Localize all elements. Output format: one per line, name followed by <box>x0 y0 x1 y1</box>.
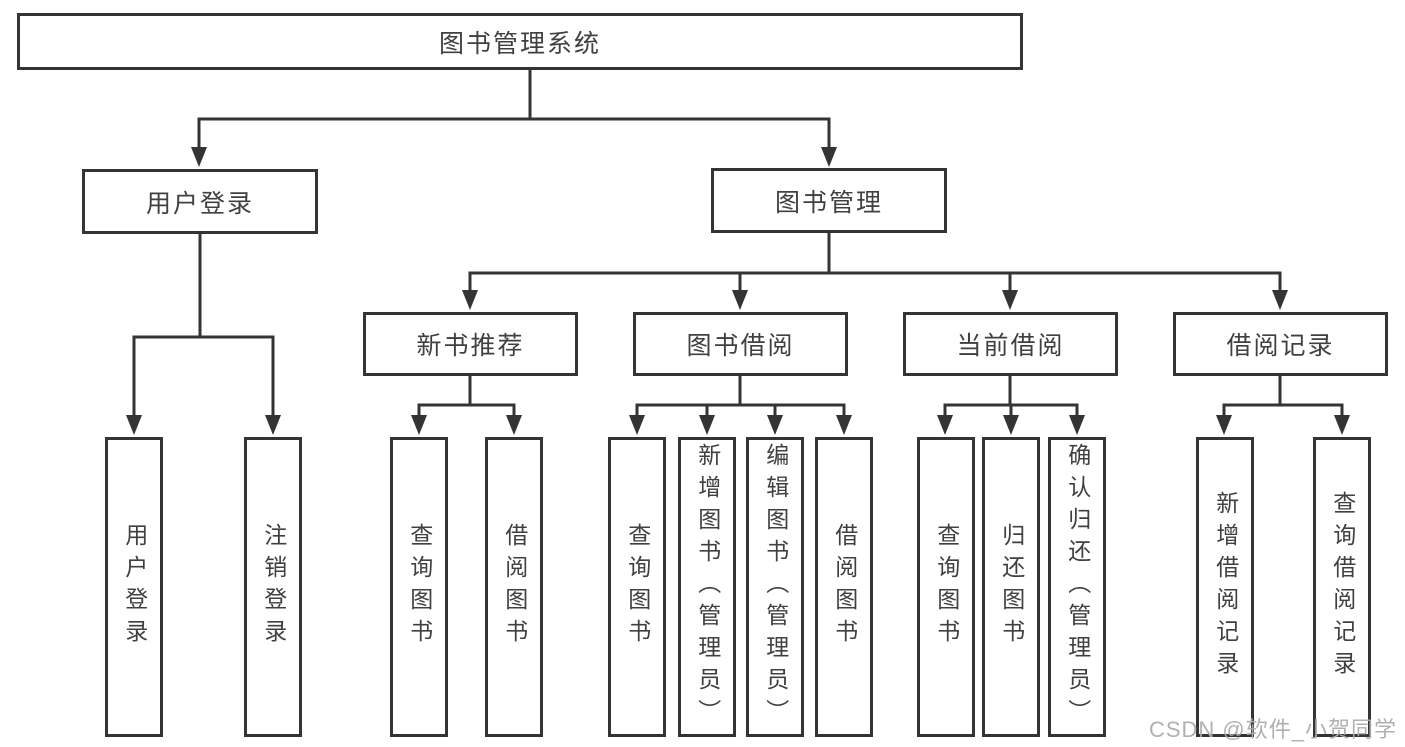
leaf-query-books-current: 查询图书 <box>917 437 975 737</box>
node-user-login: 用户登录 <box>82 169 318 234</box>
node-label: 查询图书 <box>933 523 960 651</box>
node-borrowing-records: 借阅记录 <box>1173 312 1388 376</box>
node-label: 当前借阅 <box>956 332 1065 360</box>
node-label: 用户登录 <box>145 189 254 218</box>
node-label: 图书借阅 <box>686 332 795 360</box>
leaf-query-books-recommend: 查询图书 <box>390 437 448 737</box>
node-book-borrowing: 图书借阅 <box>633 312 848 376</box>
leaf-edit-book-admin: 编辑图书（管理员） <box>746 437 804 737</box>
node-label: 新增图书（管理员） <box>694 443 721 731</box>
node-label: 新书推荐 <box>416 332 525 360</box>
leaf-user-login: 用户登录 <box>105 437 163 737</box>
leaf-borrow-books-borrowing: 借阅图书 <box>815 437 873 737</box>
node-label: 查询图书 <box>406 523 433 651</box>
leaf-query-borrow-record: 查询借阅记录 <box>1313 437 1371 737</box>
node-label: 借阅图书 <box>831 523 858 651</box>
node-book-management: 图书管理 <box>711 168 947 233</box>
leaf-confirm-return-admin: 确认归还（管理员） <box>1048 437 1106 737</box>
node-label: 编辑图书（管理员） <box>762 443 789 731</box>
leaf-return-book: 归还图书 <box>982 437 1040 737</box>
node-label: 图书管理系统 <box>438 29 601 58</box>
leaf-add-book-admin: 新增图书（管理员） <box>678 437 736 737</box>
node-label: 确认归还（管理员） <box>1064 443 1091 731</box>
node-label: 图书管理 <box>774 188 883 217</box>
node-label: 查询借阅记录 <box>1329 491 1356 683</box>
node-label: 归还图书 <box>998 523 1025 651</box>
node-label: 借阅图书 <box>501 523 528 651</box>
leaf-query-books-borrowing: 查询图书 <box>608 437 666 737</box>
node-label: 用户登录 <box>121 523 148 651</box>
node-label: 注销登录 <box>260 523 287 651</box>
csdn-watermark: CSDN @软件_小贺同学 <box>1148 717 1397 742</box>
leaf-logout: 注销登录 <box>244 437 302 737</box>
node-new-book-recommendation: 新书推荐 <box>363 312 578 376</box>
node-label: 查询图书 <box>624 523 651 651</box>
node-current-borrowing: 当前借阅 <box>903 312 1118 376</box>
leaf-add-borrow-record: 新增借阅记录 <box>1196 437 1254 737</box>
node-label: 借阅记录 <box>1226 332 1335 360</box>
leaf-borrow-books-recommend: 借阅图书 <box>485 437 543 737</box>
node-library-management-system: 图书管理系统 <box>17 13 1023 70</box>
node-label: 新增借阅记录 <box>1212 491 1239 683</box>
